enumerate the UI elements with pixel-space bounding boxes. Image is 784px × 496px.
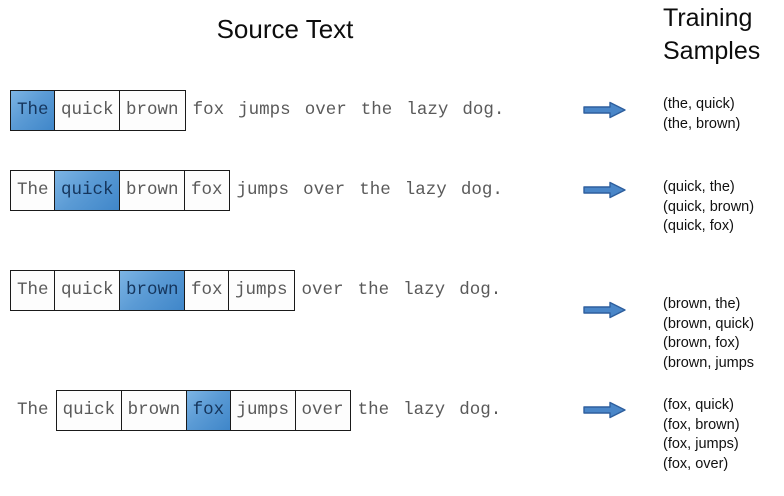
training-sample-pair: (quick, fox) [663,218,734,234]
word-chip[interactable]: lazy [404,179,447,200]
training-sample-pair: (fox, brown) [663,416,740,433]
training-sample-group: (quick, the) (quick, brown) (quick, fox) [663,178,784,237]
word-chip[interactable]: jumps [229,389,297,431]
word-chip-highlighted[interactable]: fox [185,389,232,431]
word-chip[interactable]: dog. [459,399,502,420]
word-chip[interactable]: quick [53,89,121,131]
word-chip[interactable]: fox [183,269,230,311]
training-sample-pair: (quick, brown) [663,198,755,215]
training-samples-heading-line2: Samples [663,37,761,65]
word-chip[interactable]: over [303,179,346,200]
word-chip[interactable]: dog. [460,179,503,200]
word-chip[interactable]: jumps [238,99,291,120]
training-samples-heading-line1: Training [663,4,753,32]
word-chip[interactable]: brown [118,89,186,131]
training-sample-pair: (the, brown) [663,115,741,132]
training-sample-pair: (brown, jumps [663,354,755,371]
word-chip[interactable]: dog. [462,99,505,120]
training-sample-group: (brown, the) (brown, quick) (brown, fox) (b… [663,295,784,373]
word-chip[interactable]: brown [120,389,188,431]
right-arrow-icon [583,181,627,199]
word-chip-highlighted[interactable]: The [10,89,56,131]
training-sample-pair: (the, quick) [663,96,735,112]
word-chip[interactable]: fox [192,99,225,120]
word-chip[interactable]: lazy [406,99,449,120]
word-chip[interactable]: quick [53,269,121,311]
training-sample-pair: (quick, the) [663,179,735,195]
training-sample-group: (the, quick) (the, brown) [663,95,784,134]
training-sample-pair: (fox, quick) [663,397,734,413]
word-chip[interactable]: The [10,169,56,211]
word-chip-highlighted[interactable]: quick [53,169,121,211]
word-chip[interactable]: over [294,389,351,431]
word-chip[interactable]: lazy [403,399,446,420]
word-chip[interactable]: dog. [459,279,502,300]
word-chip[interactable]: the [357,399,390,420]
right-arrow-icon [583,301,627,319]
word-chip[interactable]: the [360,99,393,120]
training-sample-pair: (brown, the) [663,296,741,312]
training-sample-pair: (fox, over) [663,455,729,472]
word-chip[interactable]: jumps [227,269,295,311]
word-chip[interactable]: fox [183,169,230,211]
training-sample-group: (fox, quick) (fox, brown) (fox, jumps) (fox… [663,396,784,474]
right-arrow-icon [583,401,627,419]
training-sample-pair: (brown, fox) [663,335,740,351]
word-chip[interactable]: the [357,279,390,300]
word-chip[interactable]: jumps [236,179,290,200]
word-chip[interactable]: lazy [403,279,446,300]
word-chip[interactable]: over [301,279,344,300]
training-samples-heading: Training Samples [663,2,784,68]
word-chip[interactable]: over [304,99,347,120]
word-chip[interactable]: The [17,399,49,420]
training-sample-pair: (fox, jumps) [663,436,739,452]
word-chip[interactable]: brown [118,169,186,211]
training-sample-pair: (brown, quick) [663,315,755,332]
word-chip[interactable]: quick [55,389,123,431]
source-text-heading: Source Text [216,14,354,44]
right-arrow-icon [583,101,627,119]
word-chip-highlighted[interactable]: brown [118,269,186,311]
word-chip[interactable]: the [359,179,391,200]
word-chip[interactable]: The [10,269,56,311]
